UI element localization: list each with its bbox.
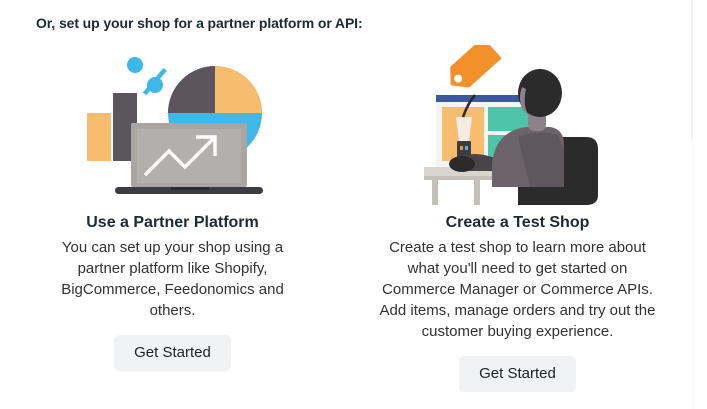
option-cards-container: Use a Partner Platform You can set up yo… xyxy=(0,45,690,392)
analytics-charts-laptop-icon xyxy=(73,45,273,205)
vertical-scrollbar-thumb[interactable] xyxy=(691,0,693,140)
get-started-button-test-shop[interactable]: Get Started xyxy=(459,356,576,392)
card-title: Use a Partner Platform xyxy=(86,214,259,231)
vertical-scrollbar-track[interactable] xyxy=(692,0,693,409)
card-partner-platform: Use a Partner Platform You can set up yo… xyxy=(0,45,345,371)
card-description: You can set up your shop using a partner… xyxy=(61,239,284,319)
page-heading: Or, set up your shop for a partner platf… xyxy=(36,15,363,31)
card-test-shop: Create a Test Shop Create a test shop to… xyxy=(345,45,690,392)
card-title: Create a Test Shop xyxy=(445,214,590,231)
person-at-desk-with-price-tag-icon xyxy=(418,45,618,205)
get-started-button-partner-platform[interactable]: Get Started xyxy=(114,335,231,371)
card-description: Create a test shop to learn more about w… xyxy=(379,239,656,340)
